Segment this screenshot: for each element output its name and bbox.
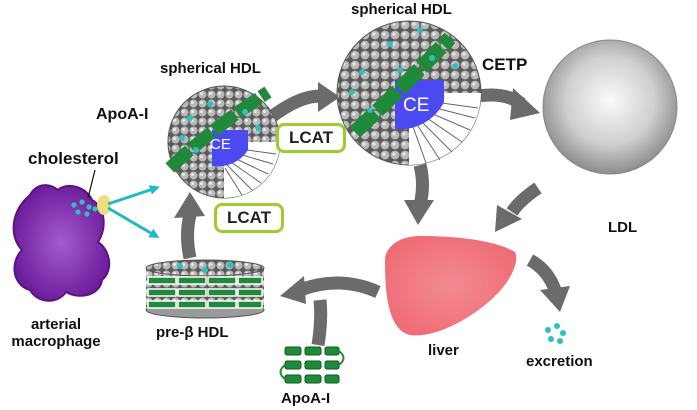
arrow-prebeta-to-hdl [181, 213, 197, 260]
label-arterial-macrophage: arterial macrophage [11, 316, 101, 351]
arrow-small-to-large-hdl [266, 89, 323, 124]
apoa1-chain [279, 346, 345, 384]
label-spherical-hdl-large: spherical HDL [351, 1, 452, 18]
cholesterol-dots [71, 199, 98, 217]
ce-core-small [212, 130, 248, 167]
label-excretion: excretion [526, 353, 593, 370]
transporter [97, 195, 111, 215]
label-spherical-hdl-small: spherical HDL [160, 60, 261, 77]
efflux-arrow-upper [107, 185, 160, 206]
arterial-macrophage [12, 169, 111, 302]
pre-beta-hdl-disc [145, 259, 265, 319]
label-ldl: LDL [608, 219, 638, 236]
lcat-box-upper: LCAT [276, 123, 346, 153]
excretion-dots [545, 323, 566, 344]
label-pre-beta-hdl: pre-β HDL [156, 324, 229, 341]
label-cholesterol: cholesterol [28, 149, 119, 168]
ldl-particle [542, 39, 678, 175]
small-spherical-hdl [165, 85, 281, 199]
flow-arrows [174, 82, 570, 347]
liver-organ [384, 236, 517, 336]
label-ce-small: CE [210, 136, 231, 153]
ce-core-large [395, 80, 444, 130]
arrow-apoa1-up [311, 299, 328, 347]
label-liver: liver [428, 342, 459, 359]
label-ce-large: CE [403, 95, 430, 116]
label-apoa1-top: ApoA-I [96, 106, 149, 123]
label-apoa1-bottom: ApoA-I [281, 390, 331, 407]
apoa1-band-large [349, 32, 456, 138]
arrow-liver-to-excretion [526, 254, 562, 293]
efflux-arrow-lower [107, 206, 160, 239]
arrow-ldl-to-liver [506, 182, 542, 216]
lcat-box-lower: LCAT [214, 203, 284, 233]
label-cetp: CETP [482, 55, 528, 74]
arrow-liver-to-prebeta [297, 276, 381, 298]
apoa1-band-small [165, 86, 272, 173]
arrow-hdl-to-liver [413, 163, 429, 207]
large-spherical-hdl [336, 20, 482, 166]
